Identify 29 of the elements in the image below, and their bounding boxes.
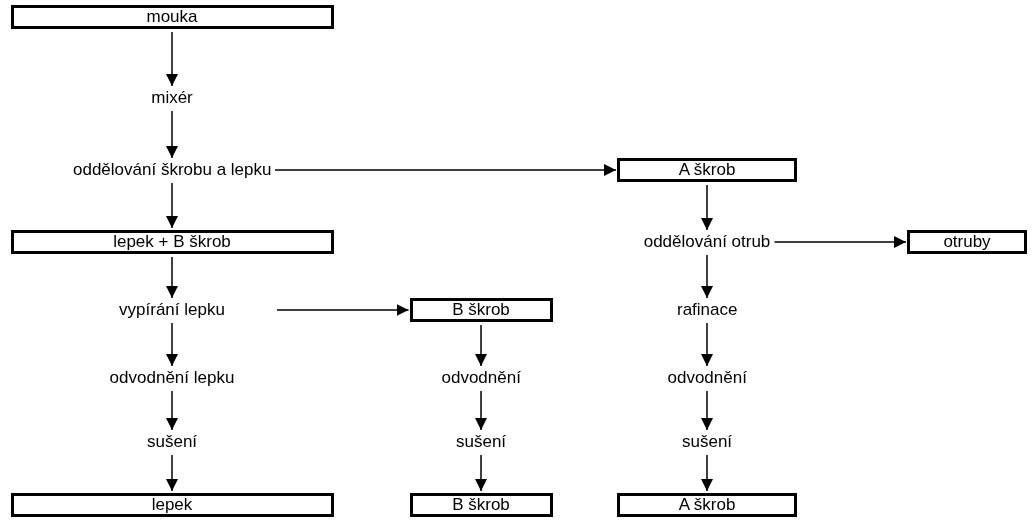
process-box: A škrob <box>617 158 797 182</box>
process-box: lepek <box>10 493 334 517</box>
process-box: B škrob <box>409 298 553 322</box>
process-box: A škrob <box>617 493 797 517</box>
arrow <box>701 390 713 431</box>
process-box: lepek + B škrob <box>10 230 334 254</box>
arrow <box>274 164 617 176</box>
arrow <box>166 256 178 299</box>
arrow <box>701 184 713 231</box>
arrow <box>166 110 178 159</box>
process-box: B škrob <box>409 493 553 517</box>
arrow <box>166 322 178 367</box>
arrow <box>475 324 487 367</box>
arrow <box>701 254 713 299</box>
arrow <box>166 390 178 431</box>
step-label: odvodnění lepku <box>107 368 237 388</box>
arrow <box>166 31 178 87</box>
arrow <box>475 390 487 431</box>
arrow <box>276 304 410 316</box>
arrow <box>701 454 713 492</box>
process-box: mouka <box>10 5 334 29</box>
arrow <box>166 454 178 492</box>
process-box: otruby <box>907 230 1027 254</box>
arrow <box>475 454 487 492</box>
arrow <box>701 322 713 367</box>
step-label: vypírání lepku <box>117 300 227 320</box>
step-label: oddělování škrobu a lepku <box>71 160 273 180</box>
arrow <box>166 182 178 229</box>
arrow <box>773 236 907 248</box>
